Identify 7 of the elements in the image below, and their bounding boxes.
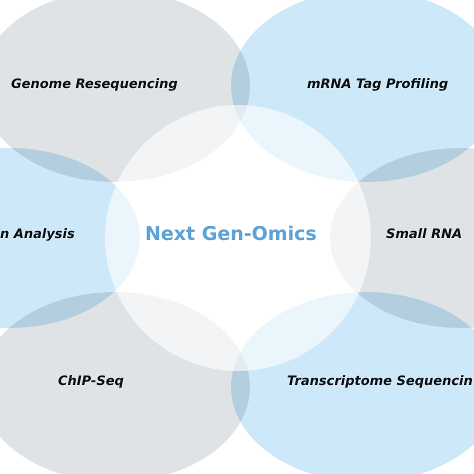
technique-label: Transcriptome Sequencin xyxy=(287,374,473,389)
technique-label: Genome Resequencing xyxy=(11,77,178,92)
technique-label: ChIP-Seq xyxy=(58,374,124,389)
technique-label: Small RNA xyxy=(386,227,462,242)
center-title: Next Gen-Omics xyxy=(145,223,317,245)
technique-label: n Analysis xyxy=(0,227,75,242)
technique-label: mRNA Tag Profiling xyxy=(307,77,448,92)
